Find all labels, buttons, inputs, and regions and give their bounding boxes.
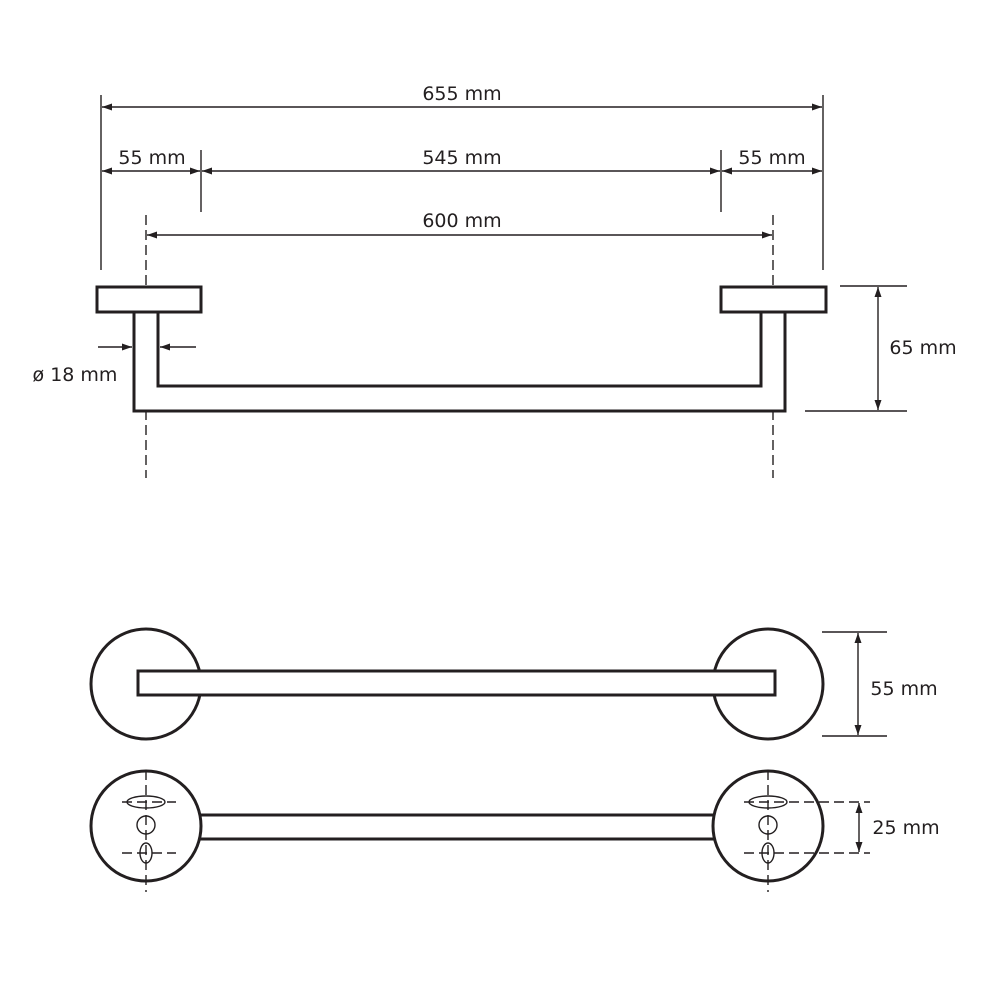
mounting-holes-left	[122, 770, 176, 892]
dimension-overall-width: 655 mm	[422, 83, 501, 105]
slot-hole-right-horizontal	[748, 795, 788, 809]
dimension-hole-spacing: 25 mm	[872, 817, 939, 839]
top-view: 55 mm	[89, 627, 938, 741]
slot-hole-right-vertical	[761, 842, 775, 864]
slot-hole-left-vertical	[139, 842, 153, 864]
dimension-rosette-diameter: 55 mm	[870, 678, 937, 700]
center-hole-right	[758, 815, 778, 835]
center-hole-left	[136, 815, 156, 835]
front-view: 655 mm 55 mm 545 mm 55 mm 600 mm ø 18 mm…	[33, 83, 957, 478]
wall-plate-right	[719, 285, 828, 314]
dimension-right-rosette: 55 mm	[738, 147, 805, 169]
dimension-bar-span: 545 mm	[422, 147, 501, 169]
wall-plate-left	[95, 285, 203, 314]
towel-bar-mounting-view	[193, 813, 721, 841]
dimension-left-rosette: 55 mm	[118, 147, 185, 169]
towel-bar-body	[132, 310, 787, 413]
dimension-center-distance: 600 mm	[422, 210, 501, 232]
mounting-holes-right	[744, 770, 870, 892]
towel-bar-top-view	[136, 669, 777, 697]
dimension-projection: 65 mm	[889, 337, 956, 359]
dimension-tube-diameter: ø 18 mm	[33, 364, 118, 386]
mounting-view: 25 mm	[89, 769, 940, 892]
slot-hole-left-horizontal	[126, 795, 166, 809]
